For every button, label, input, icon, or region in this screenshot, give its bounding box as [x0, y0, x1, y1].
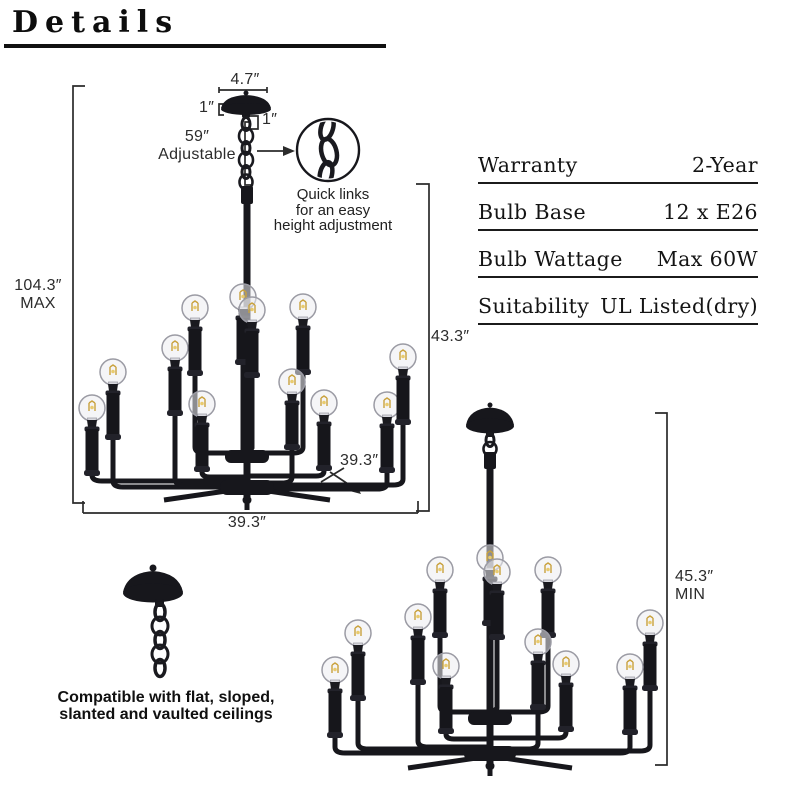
spec-label: Warranty — [478, 153, 578, 177]
candle-light — [290, 294, 316, 375]
hub-finial — [485, 761, 495, 771]
ceiling-canopy — [466, 402, 514, 437]
spec-row-bulb-wattage: Bulb Wattage Max 60W — [478, 231, 758, 278]
candle-light — [79, 395, 105, 476]
spec-table: Warranty 2-Year Bulb Base 12 x E26 Bulb … — [478, 137, 758, 325]
spec-label: Bulb Wattage — [478, 247, 623, 271]
spec-label: Bulb Base — [478, 200, 587, 224]
hub-finial — [242, 495, 252, 505]
max-height-bracket — [72, 85, 85, 504]
fixture-height-bracket — [416, 183, 430, 512]
dimension-fixture-width-label: 39.3″ — [227, 514, 267, 531]
candle-light — [162, 335, 188, 416]
title-underline — [4, 44, 386, 48]
dimension-min-height-label: 45.3″ MIN — [675, 568, 714, 603]
magnifier-chain-detail-icon — [295, 117, 361, 183]
quick-links-arrowhead — [283, 146, 295, 156]
spec-value: 2-Year — [691, 153, 758, 177]
spec-row-bulb-base: Bulb Base 12 x E26 — [478, 184, 758, 231]
page-title: Details — [12, 5, 180, 40]
spec-value: 12 x E26 — [663, 200, 758, 224]
rod-coupling — [484, 452, 496, 469]
upper-hub-disc — [468, 712, 512, 725]
dimension-canopy-height-label: 1″ — [199, 99, 215, 116]
candle-light — [100, 359, 126, 440]
canopy-width-bracket — [218, 87, 268, 93]
candle-light — [637, 610, 663, 691]
candle-light — [322, 657, 348, 738]
chandelier-extended-drawing — [79, 90, 416, 510]
hub-finial-tip — [487, 770, 493, 776]
dimension-chain-gap-label: 1″ — [262, 111, 278, 128]
ceiling-canopy-drawing — [123, 564, 183, 679]
candle-light — [553, 651, 579, 732]
lower-hub-disc — [464, 746, 516, 761]
dimension-chain-adjustable-label: 59″ Adjustable — [158, 128, 236, 163]
spec-row-warranty: Warranty 2-Year — [478, 137, 758, 184]
quick-links-note: Quick links for an easy height adjustmen… — [273, 186, 393, 234]
candle-light — [345, 620, 371, 701]
chandelier-min-drawing — [322, 402, 663, 776]
candle-light — [182, 295, 208, 376]
canopy-height-bracket — [218, 103, 224, 116]
dimension-canopy-width-label: 4.7″ — [230, 71, 260, 88]
lower-hub-disc — [220, 480, 274, 495]
upper-hub-disc — [225, 450, 269, 463]
spec-row-suitability: Suitability UL Listed(dry) — [478, 278, 758, 325]
dimension-arm-spread-label: 39.3″ — [340, 452, 379, 469]
candle-light — [427, 557, 453, 638]
candle-light — [405, 604, 431, 685]
candle-light — [617, 654, 643, 735]
fixture-width-bracket — [82, 501, 419, 514]
hub-finial-tip — [244, 504, 250, 510]
dimension-max-height-label: 104.3″ MAX — [14, 277, 62, 312]
ceiling-compatibility-note: Compatible with flat, sloped, slanted an… — [57, 689, 275, 723]
candle-light — [535, 557, 561, 638]
spec-value: UL Listed(dry) — [600, 294, 758, 318]
dimension-fixture-height-label: 43.3″ — [431, 328, 470, 345]
candle-light — [311, 390, 337, 471]
rod-coupling — [241, 186, 253, 204]
candle-light — [433, 653, 459, 734]
ceiling-canopy — [221, 90, 271, 118]
min-height-bracket — [655, 412, 668, 766]
spec-label: Suitability — [478, 294, 590, 318]
spec-value: Max 60W — [656, 247, 758, 271]
